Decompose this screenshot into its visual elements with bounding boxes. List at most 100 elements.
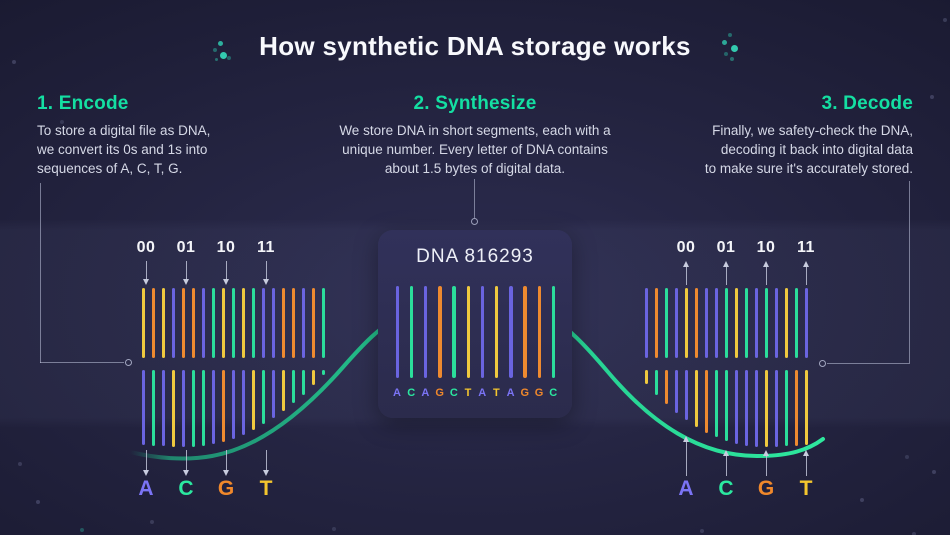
dna-bar-A [241, 370, 245, 435]
encode-bracket-vertical [40, 183, 41, 363]
sequence-letter-G: G [435, 387, 444, 399]
dna-bar-C [795, 288, 798, 358]
dna-bar-A [395, 286, 399, 378]
dna-bar-T [466, 286, 470, 378]
dna-bar-T [765, 370, 768, 447]
dna-bar-A [645, 288, 648, 358]
binary-label-left-11: 11 [257, 239, 275, 256]
dna-bar-T [311, 370, 315, 386]
dna-bar-T [161, 288, 165, 358]
binary-label-right-11: 11 [797, 239, 815, 256]
dna-bar-G [181, 288, 185, 358]
step-decode: 3. Decode Finally, we safety-check the D… [653, 93, 913, 179]
right-binary-arrow-up [802, 261, 811, 285]
dna-bar-A [805, 288, 808, 358]
step-decode-heading: 3. Decode [821, 93, 913, 114]
sequence-letter-T: T [493, 387, 500, 399]
step-synthesize: 2. Synthesize We store DNA in short segm… [303, 93, 647, 179]
right-base-arrow [762, 450, 771, 476]
decorative-dot [730, 57, 734, 61]
dna-bar-C [261, 370, 265, 425]
binary-label-left-01: 01 [176, 239, 196, 256]
encode-bracket-endpoint [125, 359, 132, 366]
dna-bar-C [211, 288, 215, 358]
dna-bar-T [251, 370, 255, 430]
binary-label-right-00: 00 [676, 239, 696, 256]
dna-bar-G [191, 288, 195, 358]
step-synthesize-heading: 2. Synthesize [413, 93, 537, 114]
sequence-letter-A: A [421, 387, 430, 399]
left-binary-arrow-down [142, 261, 151, 285]
dna-bar-C [201, 370, 205, 446]
decorative-dot [80, 528, 84, 532]
left-base-arrow [262, 450, 271, 476]
dna-bar-C [291, 370, 295, 404]
dna-bar-A [161, 370, 165, 447]
decorative-dot [943, 18, 947, 22]
decorative-dot [12, 60, 16, 64]
left-base-arrow [182, 450, 191, 476]
sequence-letter-C: C [449, 387, 458, 399]
dna-bar-A [141, 370, 145, 446]
dna-bar-G [523, 286, 527, 378]
dna-bar-A [271, 288, 275, 358]
page-title: How synthetic DNA storage works [259, 31, 691, 61]
dna-bar-C [785, 370, 788, 447]
step-encode: 1. Encode To store a digital file as DNA… [37, 93, 297, 179]
right-base-arrow [802, 450, 811, 476]
right-binary-arrow-up [762, 261, 771, 285]
dna-bar-A [755, 370, 758, 447]
dna-bar-A [509, 286, 513, 378]
sequence-letter-A: A [478, 387, 487, 399]
dna-bar-C [452, 286, 456, 378]
dna-bar-G [281, 288, 285, 358]
binary-label-left-10: 10 [216, 239, 236, 256]
dna-bar-A [211, 370, 215, 445]
dna-bar-C [321, 288, 325, 358]
dna-bar-C [409, 286, 414, 378]
decorative-dot [150, 520, 154, 524]
dna-bar-A [181, 370, 185, 447]
dna-bar-A [675, 370, 678, 413]
dna-bar-A [201, 288, 205, 358]
step-encode-heading: 1. Encode [37, 93, 129, 114]
decorative-dot [220, 52, 227, 59]
dna-bar-G [655, 288, 658, 358]
sequence-letter-G: G [534, 387, 544, 399]
decorative-dot [912, 532, 916, 535]
dna-bar-T [695, 370, 698, 427]
dna-bar-A [705, 288, 708, 358]
base-label-right-T: T [799, 477, 813, 500]
sequence-letter-G: G [520, 387, 530, 399]
encode-bracket-horizontal [40, 362, 124, 363]
dna-bar-T [281, 370, 285, 412]
base-label-right-G: G [757, 477, 775, 500]
base-label-left-A: A [138, 477, 154, 500]
decorative-dot [700, 529, 704, 533]
sequence-letter-C: C [549, 387, 558, 399]
dna-bar-A [755, 288, 758, 358]
dna-bar-C [231, 288, 235, 358]
dna-bar-A [171, 288, 175, 358]
dna-bar-T [221, 288, 225, 358]
dna-bar-C [725, 370, 728, 442]
base-label-right-C: C [718, 477, 734, 500]
dna-bar-G [695, 288, 698, 358]
right-binary-arrow-up [722, 261, 731, 285]
sequence-letter-A: A [506, 387, 515, 399]
binary-label-right-01: 01 [716, 239, 736, 256]
step-synthesize-body: We store DNA in short segments, each wit… [339, 123, 611, 176]
dna-bar-C [301, 370, 305, 395]
decode-bracket-endpoint [819, 360, 826, 367]
dna-bar-A [423, 286, 428, 378]
decorative-dot [227, 56, 231, 60]
decorative-dot [860, 498, 864, 502]
dna-bar-T [494, 286, 499, 378]
decorative-dot [722, 40, 727, 45]
dna-bar-A [261, 288, 265, 358]
dna-bar-C [655, 370, 658, 395]
dna-bar-C [551, 286, 556, 378]
dna-bar-C [251, 288, 255, 358]
dna-bar-G [537, 286, 541, 378]
dna-bar-C [725, 288, 728, 358]
